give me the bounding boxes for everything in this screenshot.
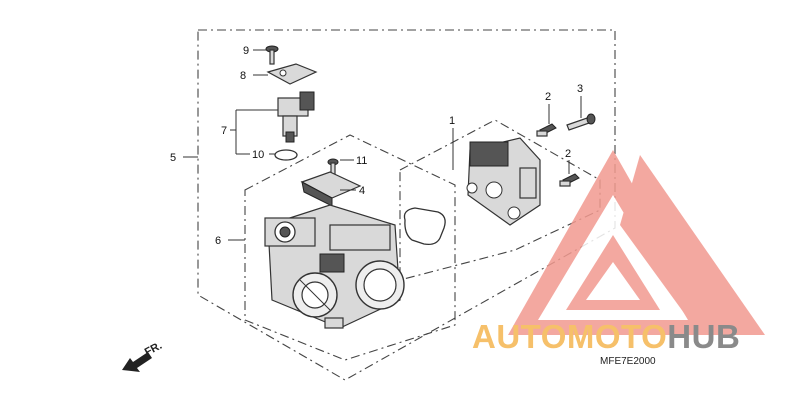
direction-label: FR. [143, 340, 164, 359]
callout-3: 3 [577, 83, 583, 95]
watermark-text: AUTOMOTOHUB [472, 318, 740, 355]
callout-2-lower: 2 [565, 148, 571, 160]
watermark-logo [508, 150, 765, 335]
bolt-part-2-lower [559, 173, 580, 187]
callout-9: 9 [243, 45, 249, 57]
callout-5: 5 [170, 152, 176, 164]
sensor-unit-part-1 [466, 137, 541, 226]
screw-part-9 [265, 45, 279, 65]
plate-part-8 [266, 63, 318, 85]
callout-7: 7 [221, 125, 227, 137]
gasket-outline [403, 207, 446, 246]
callout-10: 10 [252, 149, 264, 161]
callout-2-upper: 2 [545, 91, 551, 103]
bracket-part-4 [300, 171, 362, 207]
sensor-part-7 [277, 91, 315, 143]
callout-8: 8 [240, 70, 246, 82]
o-ring-part-10 [274, 149, 298, 161]
leader-lines [183, 49, 582, 241]
bolt-part-11 [327, 158, 339, 176]
bolt-part-2-upper [536, 123, 557, 137]
screw-part-3 [566, 113, 596, 131]
front-direction-arrow: FR. [122, 340, 164, 372]
throttle-body-part-6 [264, 204, 405, 329]
callout-4: 4 [359, 185, 365, 197]
throttle-body-frame [244, 134, 456, 361]
callout-11: 11 [356, 155, 367, 167]
watermark-text-hub: HUB [667, 318, 740, 355]
assembly-frame [197, 29, 616, 381]
watermark-text-automoto: AUTOMOTO [472, 318, 667, 355]
callout-1: 1 [449, 115, 455, 127]
callout-6: 6 [215, 235, 221, 247]
diagram-code: MFE7E2000 [600, 356, 656, 367]
